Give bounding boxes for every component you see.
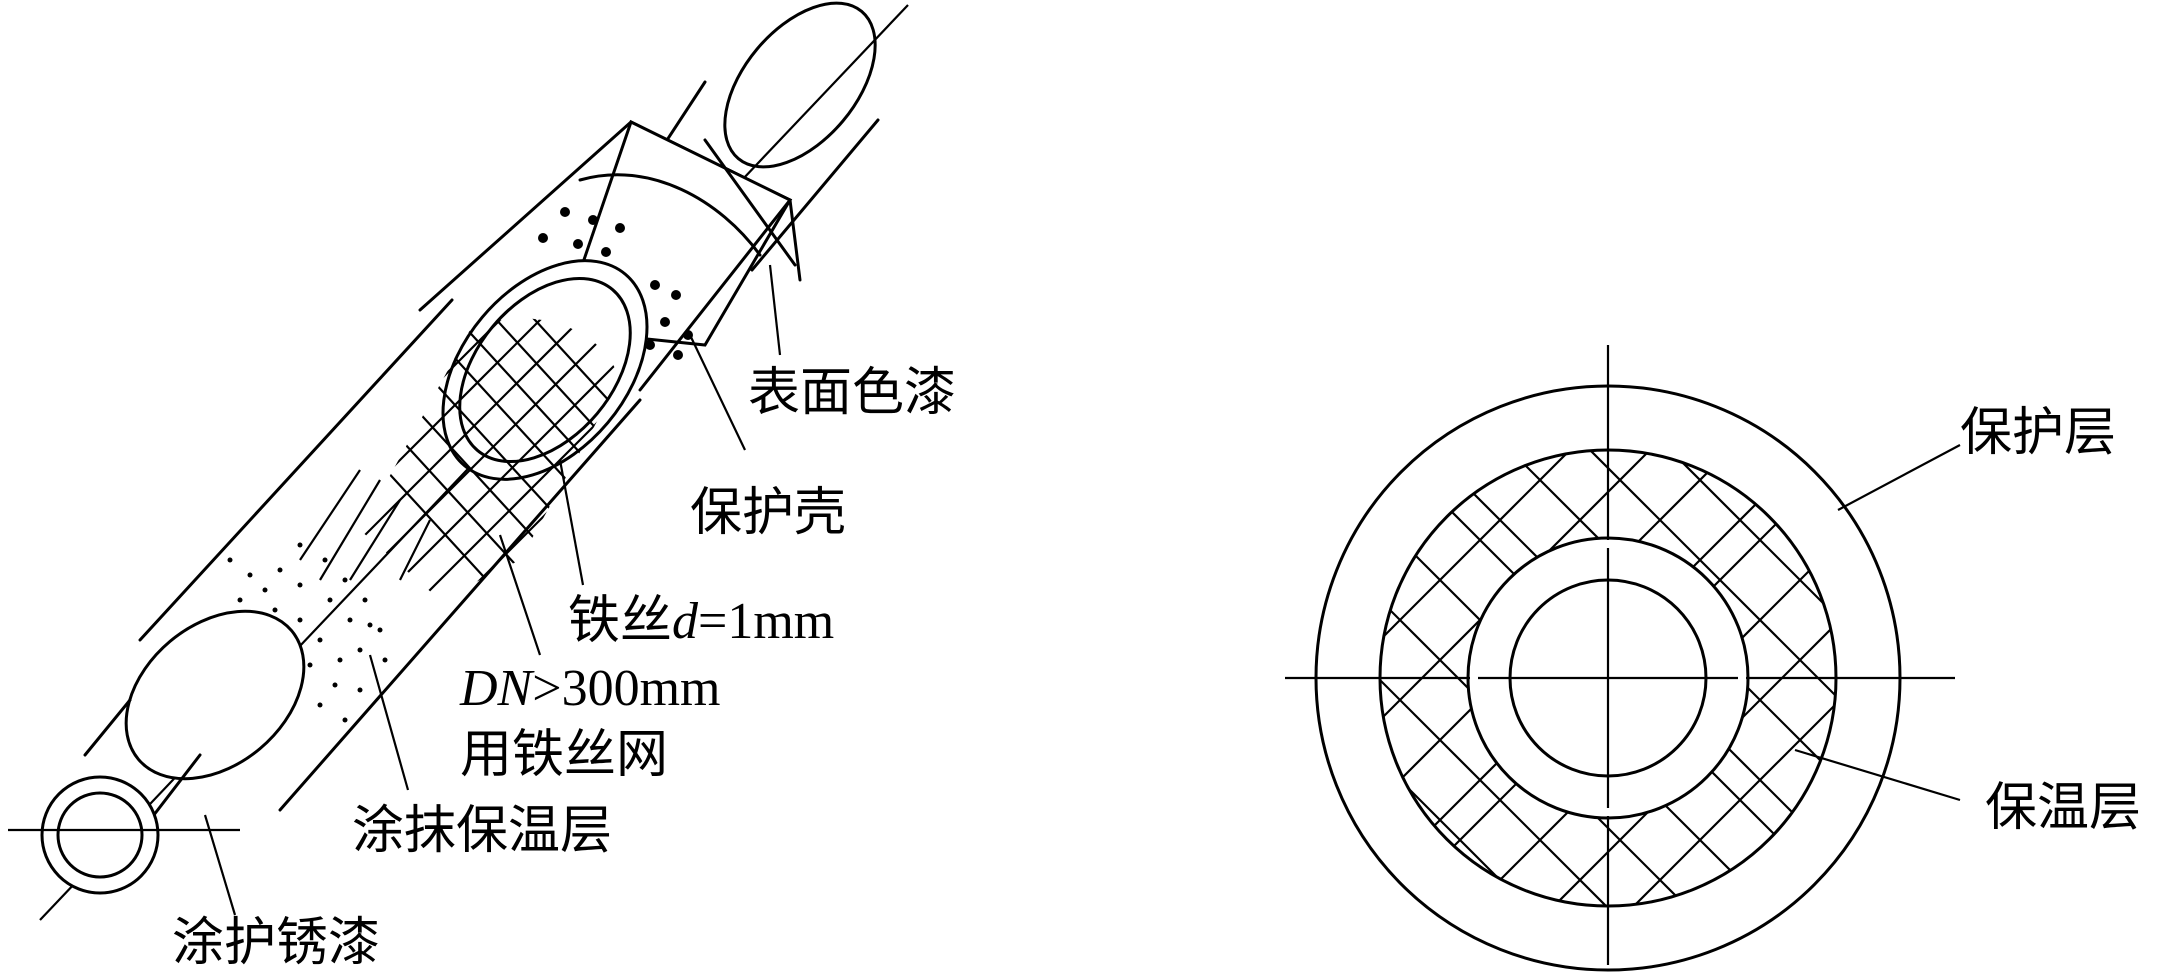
insulation-coat-dots [227, 542, 388, 723]
label-anti-rust-paint: 涂护锈漆 [172, 913, 380, 973]
label-insulation-coat: 涂抹保温层 [352, 801, 612, 861]
label-dn-threshold: DN>300mm [459, 660, 720, 717]
pipe-core-bottom [8, 698, 240, 895]
label-dn-var: DN [459, 660, 536, 717]
label-wire-diameter: 铁丝d=1mm [568, 591, 834, 651]
centerlines [1285, 345, 1955, 965]
insulation-body [138, 298, 642, 812]
section-leader-lines [1794, 444, 1961, 802]
label-wire-var: d [672, 593, 699, 650]
insulation-end-ring [124, 609, 306, 781]
label-insulation-layer: 保温层 [1985, 778, 2141, 838]
label-wire-prefix: 铁丝 [568, 591, 672, 651]
leader-lines [203, 264, 782, 916]
label-protective-shell: 保护壳 [690, 483, 846, 543]
label-dn-value: >300mm [532, 660, 720, 717]
label-protective-layer: 保护层 [1960, 403, 2116, 463]
pipe-insulation-figure: 表面色漆 保护壳 铁丝d=1mm DN>300mm 用铁丝网 涂抹保温层 涂护锈… [8, 1, 956, 973]
label-wire-value: =1mm [698, 593, 834, 650]
cross-section-figure: 保护层 保温层 [1285, 345, 2141, 972]
wire-mesh-ring [441, 259, 649, 481]
label-surface-paint: 表面色漆 [748, 363, 956, 423]
shell-dots [538, 207, 693, 360]
centerline-dashes [1470, 540, 1746, 816]
insulation-layer-hatch [1379, 449, 1837, 907]
label-wire-mesh: 用铁丝网 [460, 725, 668, 785]
